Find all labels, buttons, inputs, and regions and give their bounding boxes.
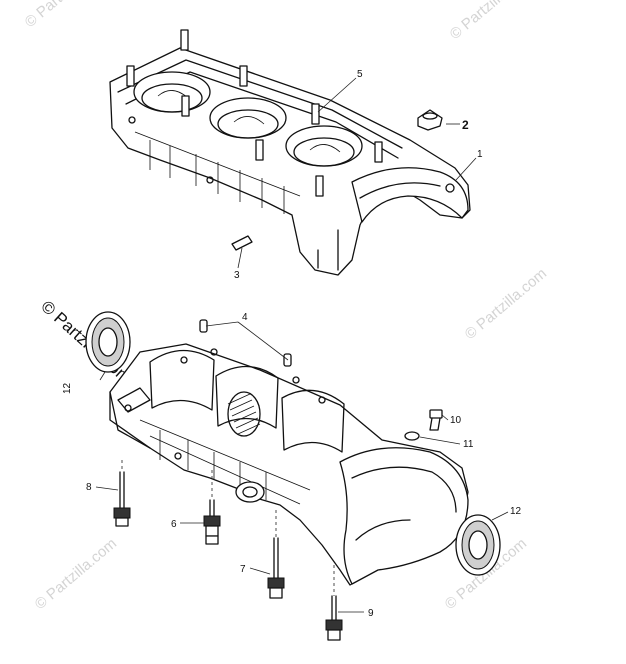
callout-1: 1 <box>477 149 483 160</box>
callout-2: 2 <box>462 118 469 132</box>
callout-9: 9 <box>368 608 374 619</box>
callout-6: 6 <box>171 519 177 530</box>
watermark: © Partzilla.com <box>462 265 550 343</box>
watermark: © Partzilla.com <box>22 0 110 31</box>
stud-bolts <box>126 29 383 197</box>
callout-labels: 1 2 3 4 5 6 7 8 9 10 11 12 12 <box>62 69 522 619</box>
callout-5: 5 <box>357 69 363 80</box>
callout-12-left: 12 <box>62 382 73 394</box>
part-11-washer <box>404 431 420 441</box>
callout-8: 8 <box>86 482 92 493</box>
part-2-plug <box>417 109 443 131</box>
callout-10: 10 <box>450 415 462 426</box>
callout-12-right: 12 <box>510 506 522 517</box>
watermark: © Partzilla.com <box>32 535 120 613</box>
part-12-seal-left <box>85 311 131 373</box>
lower-crankcase <box>109 343 469 586</box>
leader-lines <box>95 77 509 613</box>
part-8-bolt <box>113 471 131 527</box>
part-3-dowel <box>231 235 253 251</box>
callout-3: 3 <box>234 270 240 281</box>
callout-4: 4 <box>242 312 248 323</box>
part-9-bolt <box>325 595 343 641</box>
upper-crankcase <box>109 29 471 276</box>
callout-11: 11 <box>463 439 474 450</box>
part-10-bolt <box>429 409 443 431</box>
callout-7: 7 <box>240 564 246 575</box>
bearing-seat <box>227 391 261 437</box>
part-12-seal-right <box>455 514 501 576</box>
part-7-bolt <box>267 537 285 599</box>
watermark: © Partzilla.com <box>447 0 535 43</box>
part-6-bolt <box>203 499 221 545</box>
